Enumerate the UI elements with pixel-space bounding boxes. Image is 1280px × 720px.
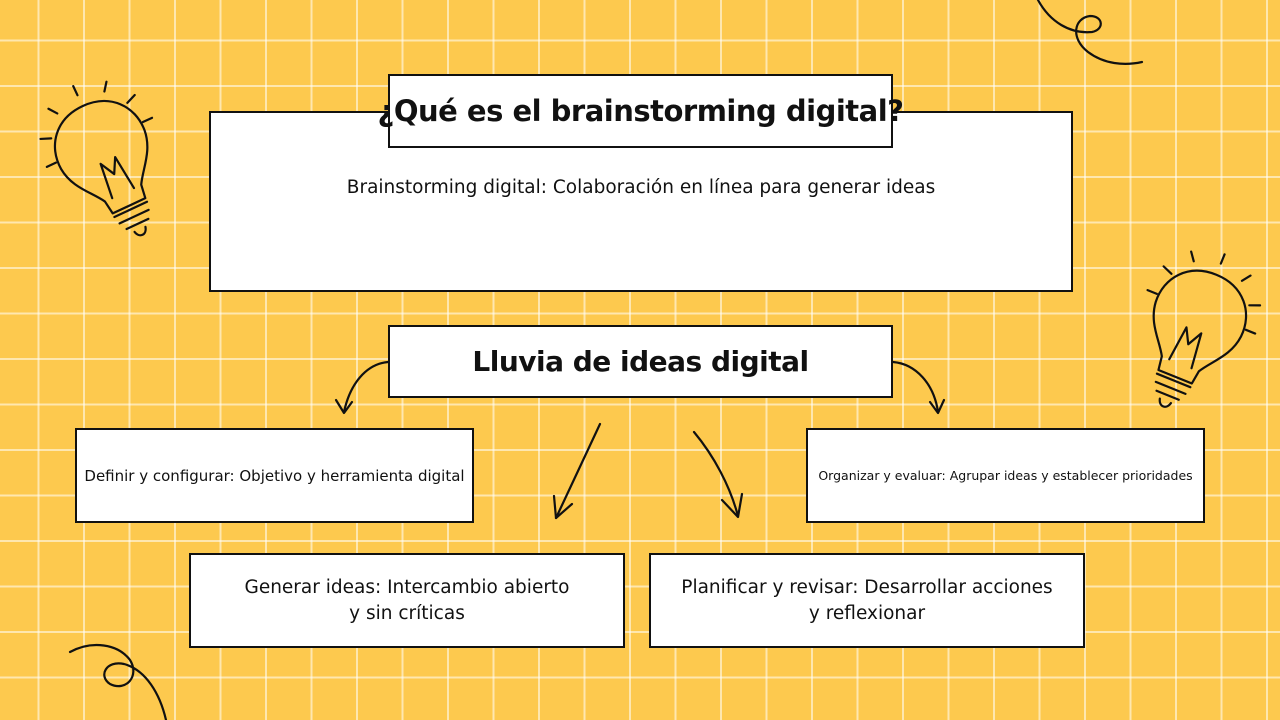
step-define-text: Definir y configurar: Objetivo y herrami…	[84, 466, 465, 485]
squiggle-doodle-top	[1036, 0, 1144, 65]
intro-box: Brainstorming digital: Colaboración en l…	[209, 111, 1073, 292]
step-generate-text: Generar ideas: Intercambio abierto y sin…	[244, 575, 569, 627]
step-generate-line1: Generar ideas: Intercambio abierto	[244, 576, 570, 598]
step-organize-box: Organizar y evaluar: Agrupar ideas y est…	[806, 428, 1205, 523]
step-generate-box: Generar ideas: Intercambio abierto y sin…	[189, 553, 625, 648]
lightbulb-icon-right	[1146, 250, 1262, 408]
page-title: ¿Qué es el brainstorming digital?	[377, 94, 904, 128]
arrow-icon-left	[342, 360, 390, 414]
arrow-icon-down-right	[692, 430, 740, 518]
step-generate-line2: y sin críticas	[349, 602, 465, 624]
arrow-icon-right	[891, 360, 940, 414]
squiggle-doodle-bottom	[68, 644, 168, 720]
step-plan-text: Planificar y revisar: Desarrollar accion…	[681, 575, 1052, 627]
step-organize-text: Organizar y evaluar: Agrupar ideas y est…	[818, 468, 1193, 483]
lightbulb-icon-left	[39, 80, 154, 237]
center-topic: Lluvia de ideas digital	[472, 345, 809, 378]
step-plan-line2: y reflexionar	[808, 602, 926, 624]
arrow-icon-down-left	[554, 422, 602, 520]
center-topic-box: Lluvia de ideas digital	[388, 325, 893, 398]
step-plan-box: Planificar y revisar: Desarrollar accion…	[649, 553, 1085, 648]
title-box: ¿Qué es el brainstorming digital?	[378, 74, 904, 148]
step-plan-line1: Planificar y revisar: Desarrollar accion…	[681, 576, 1053, 598]
intro-text: Brainstorming digital: Colaboración en l…	[346, 177, 936, 198]
step-define-box: Definir y configurar: Objetivo y herrami…	[75, 428, 474, 523]
